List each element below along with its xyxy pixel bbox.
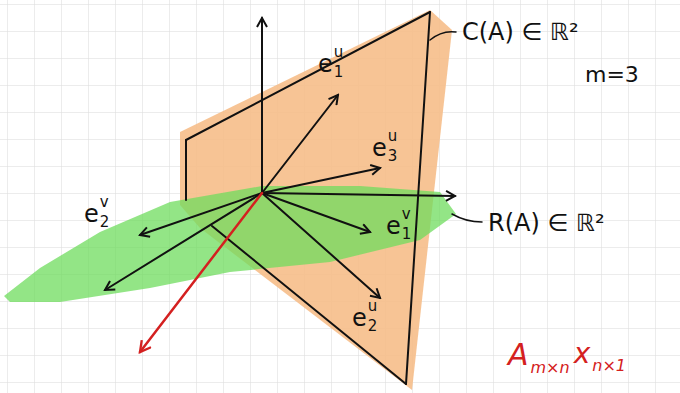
space-superscript: v <box>100 195 109 210</box>
vector-name: e <box>386 214 401 238</box>
matrix-name: A <box>508 340 529 370</box>
plane-outline <box>186 12 430 384</box>
row-space-plane <box>4 186 456 302</box>
solution-vector <box>140 193 262 352</box>
space-superscript: v <box>402 207 411 222</box>
space-superscript: u <box>334 45 344 60</box>
index-subscript: 2 <box>100 215 110 230</box>
index-subscript: 3 <box>388 149 398 164</box>
dimension-note: m=3 <box>585 64 639 86</box>
vector-name: x <box>574 340 591 368</box>
index-subscript: 1 <box>402 227 412 242</box>
index-subscript: 1 <box>334 65 344 80</box>
vector-size: n×1 <box>592 358 626 374</box>
vector-name: e <box>372 136 387 160</box>
vector-name: e <box>352 306 367 330</box>
axis-arrow <box>105 18 455 290</box>
space-superscript: u <box>388 129 398 144</box>
leader-line <box>430 32 482 222</box>
index-subscript: 2 <box>368 319 378 334</box>
vector-name: e <box>318 52 333 76</box>
space-superscript: u <box>368 299 378 314</box>
subspace-label: C(A) ∈ ℝ² <box>462 20 579 44</box>
matrix-size: m×n <box>531 360 570 376</box>
vector-name: e <box>84 202 99 226</box>
subspace-label: R(A) ∈ ℝ² <box>488 211 605 235</box>
